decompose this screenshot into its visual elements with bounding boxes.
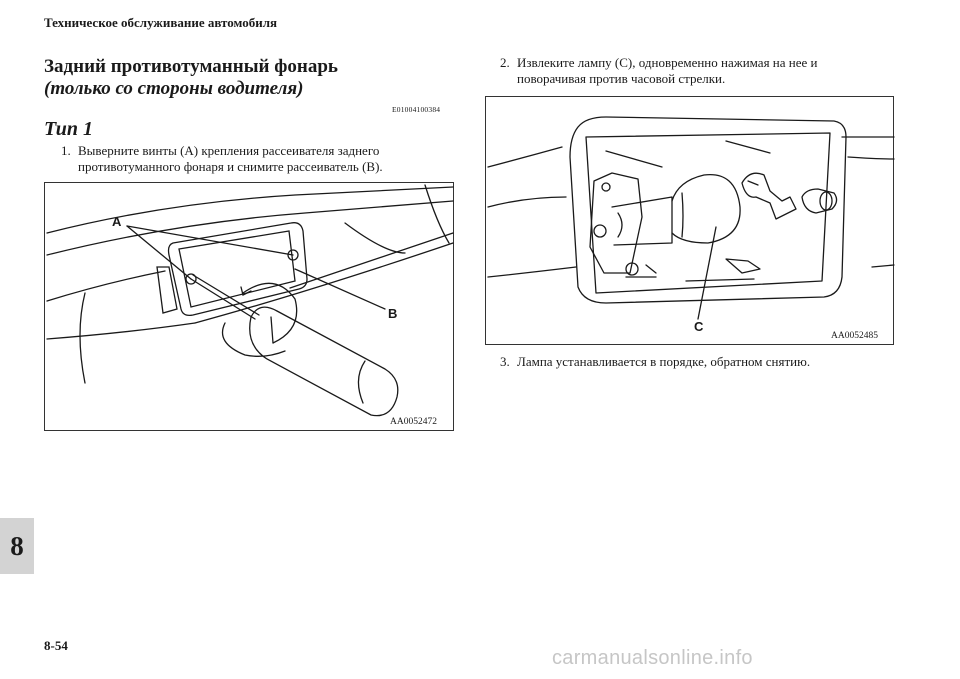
watermark: carmanualsonline.info [552,647,753,669]
chapter-tab: 8 [0,518,34,574]
figure-code: AA0052485 [831,331,878,341]
step-text-line: Выверните винты (A) крепления рассеивате… [78,143,380,158]
type-heading: Тип 1 [44,118,93,140]
section-title: Задний противотуманный фонарь [44,56,338,77]
step-2: 2. Извлеките лампу (C), одновременно наж… [500,55,900,87]
figure-code: AA0052472 [390,417,437,427]
page-number: 8-54 [44,638,68,653]
callout-c-label: C [694,319,704,334]
running-header: Техническое обслуживание автомобиля [44,15,278,30]
callout-a-label: A [112,214,122,229]
step-number: 1. [61,143,71,158]
step-3: 3. Лампа устанавливается в порядке, обра… [500,354,900,370]
step-text-line: Извлеките лампу (C), одновременно нажима… [517,55,818,70]
step-text-line: Лампа устанавливается в порядке, обратно… [517,354,811,369]
step-number: 3. [500,354,510,369]
document-code: E01004100384 [392,105,441,114]
illustration-bulb-socket [487,116,895,320]
step-number: 2. [500,55,510,70]
figure-screw-removal: A B AA0052472 [44,182,454,431]
step-text-line: противотуманного фонаря и снимите рассеи… [78,159,383,174]
section-subtitle: (только со стороны водителя) [44,78,304,99]
illustration-screwdriver-lens [46,184,454,417]
figure-bulb-removal: C AA0052485 [485,96,895,345]
callout-b-label: B [388,306,398,321]
step-text-line: поворачивая против часовой стрелки. [517,71,726,86]
step-1: 1. Выверните винты (A) крепления рассеив… [61,143,461,175]
